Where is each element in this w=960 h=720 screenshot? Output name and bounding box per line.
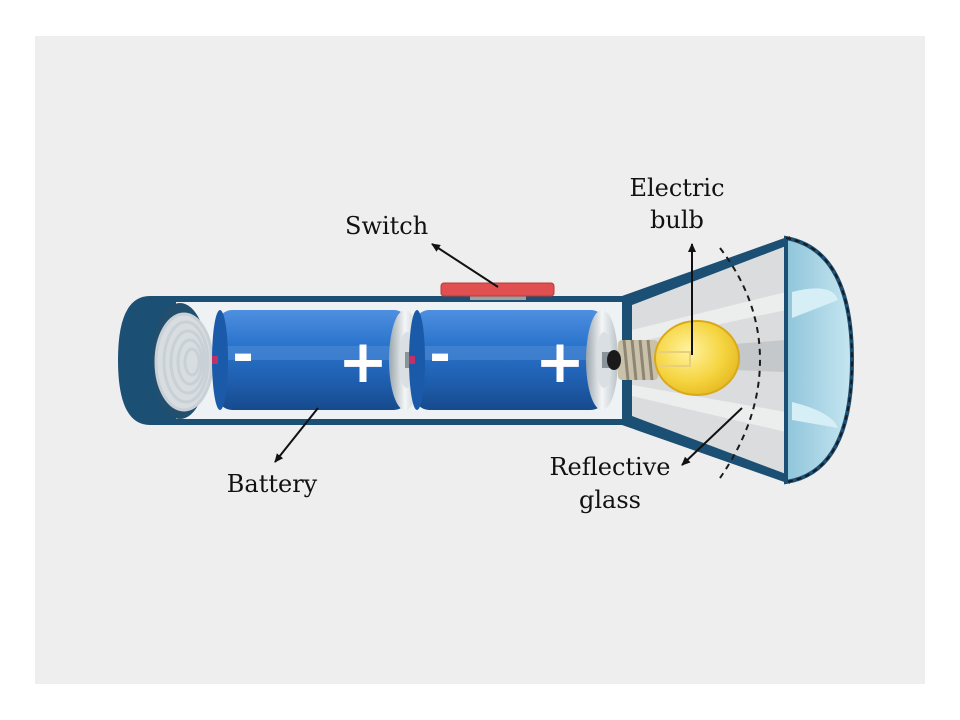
battery-cell-1: - + bbox=[212, 310, 421, 410]
battery-cell-2: - + bbox=[409, 310, 618, 410]
battery-1-negative-sign: - bbox=[232, 325, 254, 385]
spring bbox=[154, 312, 214, 412]
reflective-glass-label-line1: Reflective bbox=[549, 453, 670, 481]
annotation-battery: Battery bbox=[227, 407, 319, 498]
reflector-stripe bbox=[632, 385, 786, 432]
lens-highlight bbox=[792, 402, 838, 428]
reflector-dashed-outline bbox=[719, 247, 762, 479]
battery-2-negative-sign: - bbox=[429, 325, 451, 385]
switch-button bbox=[440, 282, 555, 300]
annotation-switch: Switch bbox=[345, 212, 499, 288]
battery-1-positive-sign: + bbox=[338, 327, 388, 397]
electric-bulb-label-line2: bulb bbox=[650, 206, 704, 234]
lens-dashed-edge bbox=[785, 237, 854, 483]
electric-bulb-label-line1: Electric bbox=[629, 174, 724, 202]
electric-bulb bbox=[607, 320, 740, 396]
lens-highlight bbox=[792, 288, 838, 318]
battery-2-positive-sign: + bbox=[535, 327, 585, 397]
annotation-reflective-glass: Reflective glass bbox=[549, 407, 743, 514]
reflective-glass-label-line2: glass bbox=[579, 486, 641, 514]
battery-label: Battery bbox=[227, 470, 318, 498]
annotation-electric-bulb: Electric bulb bbox=[629, 174, 725, 355]
switch-label: Switch bbox=[345, 212, 428, 240]
